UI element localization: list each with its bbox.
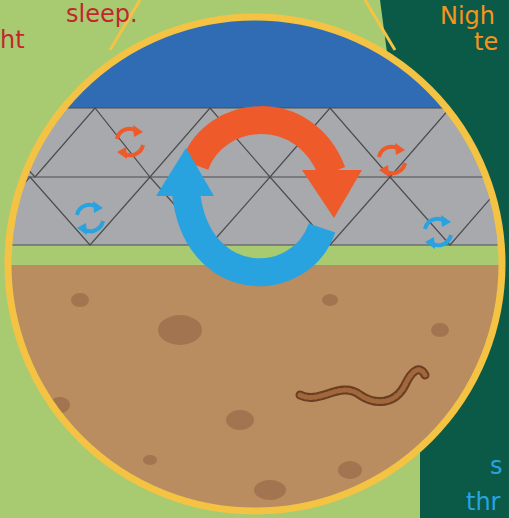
cool-arrow xyxy=(186,192,322,272)
text-label: te xyxy=(474,28,498,56)
text-label: sleep. xyxy=(66,0,138,28)
text-label: Nigh xyxy=(440,2,495,30)
cycle-icon xyxy=(379,143,405,177)
worm xyxy=(300,370,425,402)
warm-arrow xyxy=(195,120,332,172)
circle-frame xyxy=(8,17,502,511)
cycle-icon xyxy=(425,215,451,249)
text-label: ht xyxy=(0,26,25,54)
cycle-icon xyxy=(77,201,103,235)
text-label: s xyxy=(490,452,503,480)
cycle-icon xyxy=(117,125,143,159)
text-label: thr xyxy=(466,488,501,516)
